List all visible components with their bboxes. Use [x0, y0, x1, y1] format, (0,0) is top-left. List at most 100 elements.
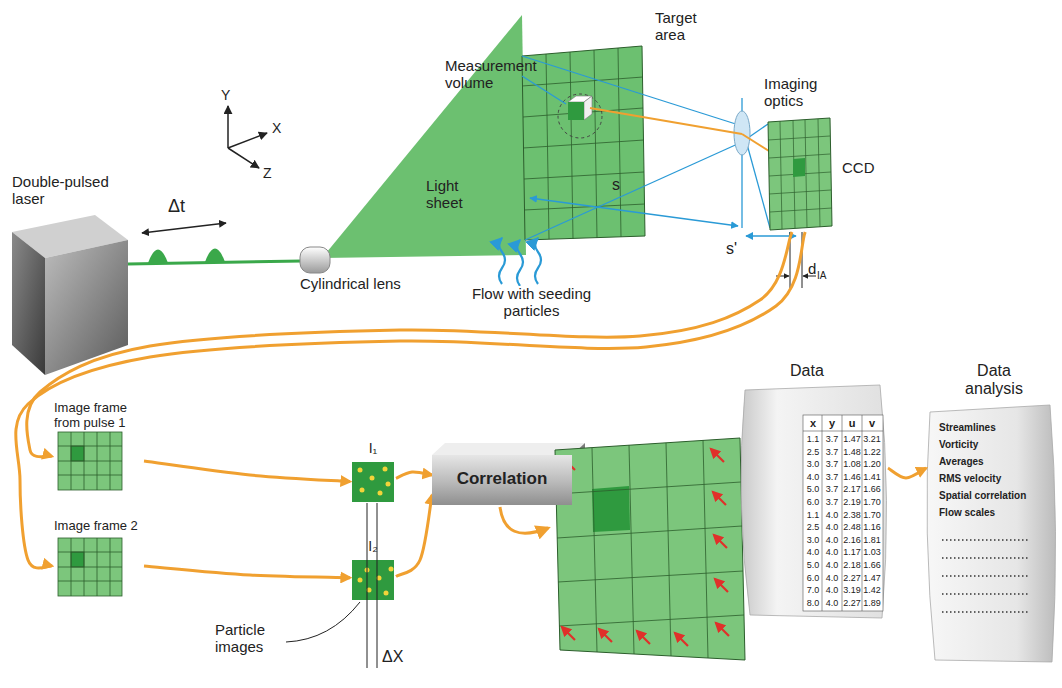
table-cell: 4.0 [822, 535, 842, 545]
cylindrical-lens [300, 247, 330, 273]
interrogation-windows [389, 567, 394, 572]
table-header: y [822, 417, 842, 429]
table-header: x [803, 417, 823, 429]
imaging-rays [522, 56, 796, 240]
interrogation-windows [352, 462, 394, 502]
target-grid [594, 50, 597, 238]
connector [396, 495, 432, 576]
table-cell: 1.47 [862, 573, 882, 583]
laser-body [12, 232, 45, 375]
table-cell: 2.5 [803, 522, 823, 532]
table-cell: 7.0 [803, 585, 823, 595]
ccd-grid [768, 119, 832, 229]
target-grid [570, 52, 573, 239]
ccd-grid [769, 190, 831, 194]
flow-arrows [535, 238, 541, 284]
part-label: Measurement volume [445, 58, 551, 92]
table-cell: 1.46 [842, 472, 862, 482]
table-cell: 3.7 [822, 497, 842, 507]
table-cell: 2.19 [842, 497, 862, 507]
vector-grid [703, 440, 708, 658]
table-cell: 1.48 [842, 447, 862, 457]
flow-label: Flow with seeding particles [462, 286, 601, 320]
interrogation-window: I₂ [350, 538, 396, 602]
table-cell: 2.27 [842, 598, 862, 608]
data-sheet [741, 385, 887, 618]
image-frame-grids [58, 538, 122, 596]
list-item: Flow scales [939, 507, 995, 518]
table-cell: 2.27 [842, 573, 862, 583]
interrogation-windows [370, 476, 375, 481]
table-cell: 6.0 [803, 497, 823, 507]
image-frame-grids [58, 475, 122, 476]
table-cell: 1.66 [862, 484, 882, 494]
table-cell: 3.19 [842, 585, 862, 595]
interrogation-windows [286, 602, 360, 642]
distance-label: s [612, 176, 620, 194]
interrogation-windows [367, 503, 368, 668]
table-cell: 1.81 [862, 535, 882, 545]
vector-grid [675, 633, 688, 646]
axes [228, 133, 267, 148]
table-cell: 2.16 [842, 535, 862, 545]
laser-beam [205, 249, 225, 263]
displacement-label: ΔX [382, 648, 403, 666]
target-grid [522, 77, 643, 86]
laser-beam [128, 223, 302, 264]
image-frame-grids [58, 446, 122, 447]
table-cell: 4.0 [822, 560, 842, 570]
data-sheet [741, 385, 887, 618]
laser: Double-pulsed laser [10, 172, 128, 372]
image-frame-grids [71, 552, 84, 567]
image-frame-grids [58, 461, 122, 462]
target-grid [523, 140, 644, 148]
imaging-rays [530, 198, 738, 226]
table-cell: 3.0 [803, 459, 823, 469]
vector-grid [500, 507, 548, 533]
node-title: Correlation [457, 469, 548, 488]
interrogation-windows [352, 560, 394, 600]
analysis-sheet [942, 540, 1030, 612]
interrogation-windows [378, 491, 383, 496]
table-cell: 1.08 [842, 459, 862, 469]
image-frame: Image frame from pulse 1 [52, 400, 144, 494]
interrogation-window: I₁ [350, 440, 396, 504]
analysis-sheet: Data analysisStreamlinesVorticityAverage… [926, 358, 1056, 664]
analysis-sheet [942, 575, 1030, 576]
image-frame-grids [58, 432, 122, 490]
table-cell: 1.17 [842, 547, 862, 557]
image-frame-grids [58, 581, 122, 582]
vector-grid [629, 445, 634, 654]
measurement-volume [568, 102, 584, 120]
image-frame-grids [58, 432, 122, 596]
table-cell: 2.5 [803, 447, 823, 457]
table-cell: 1.16 [862, 522, 882, 532]
vector-grid [556, 440, 744, 658]
analysis-sheet [927, 405, 1056, 662]
table-cell: 1.22 [862, 447, 882, 457]
analysis-sheet [942, 557, 1030, 558]
table-cell: 3.7 [822, 472, 842, 482]
part-label: Imaging optics [764, 76, 836, 110]
connector [888, 468, 926, 478]
image-frame-grids [58, 552, 122, 553]
part-label: Target area [655, 10, 715, 44]
interrogation-windows [384, 591, 389, 596]
table-cell: 4.0 [803, 547, 823, 557]
table-cell: 1.47 [842, 434, 862, 444]
image-frame-grids [71, 446, 84, 461]
cylindrical-lens [300, 247, 330, 273]
interrogation-windows [360, 488, 365, 493]
data-sheet [803, 431, 883, 432]
interrogation-windows [383, 467, 388, 472]
laser-beam [142, 223, 226, 233]
vector-grid [715, 579, 728, 592]
part-label: Light sheet [426, 178, 476, 212]
image-frame: Image frame 2 [52, 518, 144, 598]
table-cell: 1.66 [862, 560, 882, 570]
laser-body [12, 215, 128, 375]
interrogation-windows [386, 482, 391, 487]
vector-grid [599, 629, 612, 642]
table-cell: 4.0 [822, 585, 842, 595]
node-title: Data [790, 362, 840, 380]
